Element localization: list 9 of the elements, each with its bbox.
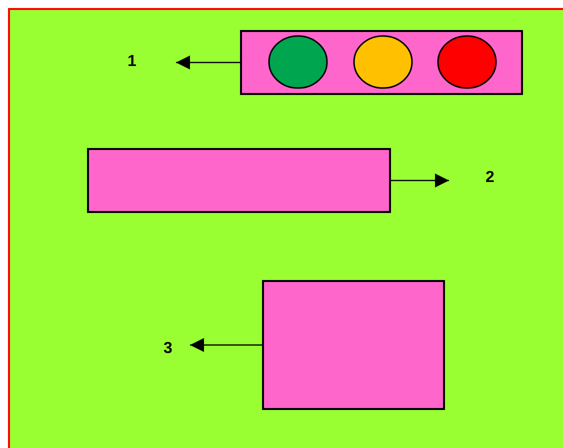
- rectangle-box: [240, 30, 523, 95]
- arrow: [391, 174, 449, 188]
- callout-number: 2: [482, 169, 498, 187]
- arrow: [176, 56, 240, 70]
- rectangle-box: [87, 148, 391, 213]
- callout-number: 1: [124, 53, 140, 71]
- arrow: [190, 338, 262, 352]
- rectangle-box: [262, 280, 445, 410]
- callout-number: 3: [160, 340, 176, 358]
